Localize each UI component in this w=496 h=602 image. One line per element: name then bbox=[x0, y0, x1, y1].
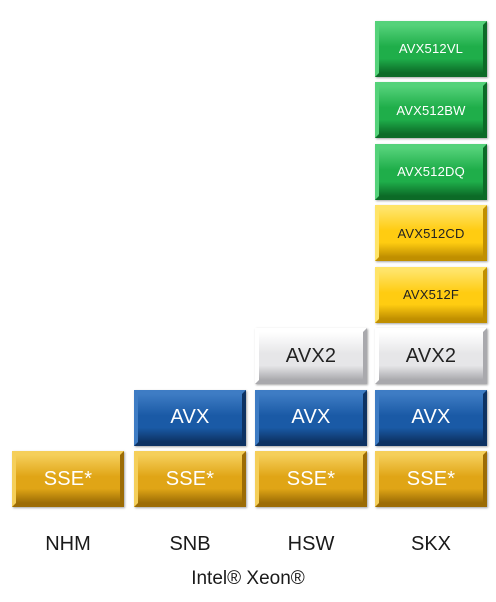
isa-block-snb-avx: AVX bbox=[134, 389, 246, 446]
isa-block-skx-sse: SSE* bbox=[375, 451, 487, 507]
isa-block-nhm-sse: SSE* bbox=[12, 451, 124, 507]
isa-block-skx-avx512bw: AVX512BW bbox=[375, 82, 487, 138]
isa-block-hsw-sse: SSE* bbox=[255, 451, 367, 507]
isa-block-snb-sse: SSE* bbox=[134, 451, 246, 507]
column-label-snb: SNB bbox=[169, 533, 211, 555]
isa-block-hsw-avx2: AVX2 bbox=[255, 328, 367, 384]
column-label-nhm: NHM bbox=[45, 533, 91, 555]
column-label-skx: SKX bbox=[410, 533, 452, 555]
isa-block-skx-avx512dq: AVX512DQ bbox=[375, 143, 487, 200]
isa-block-hsw-avx: AVX bbox=[255, 389, 367, 446]
isa-block-skx-avx512cd: AVX512CD bbox=[375, 205, 487, 261]
isa-block-skx-avx512vl: AVX512VL bbox=[375, 20, 487, 77]
isa-block-skx-avx2: AVX2 bbox=[375, 328, 487, 384]
isa-block-skx-avx: AVX bbox=[375, 389, 487, 446]
column-label-hsw: HSW bbox=[287, 533, 335, 555]
processor-family-label: Intel® Xeon® bbox=[191, 568, 305, 589]
isa-block-skx-avx512f: AVX512F bbox=[375, 266, 487, 323]
